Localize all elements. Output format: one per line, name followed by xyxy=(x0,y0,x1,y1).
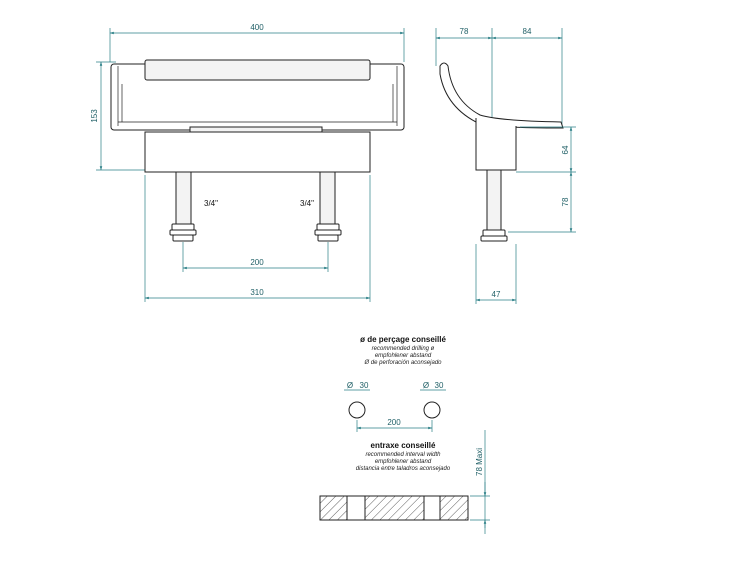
hole-right-diameter: 30 xyxy=(435,381,444,390)
spout-profile xyxy=(439,62,564,129)
side-right-lower-dimension: 78 xyxy=(561,197,570,206)
front-interval-dimension: 200 xyxy=(250,258,264,267)
inlet-pipe-right xyxy=(319,171,336,225)
drilling-line-es: Ø de perforación aconsejado xyxy=(363,360,442,366)
drilling-interval-dimension: 200 xyxy=(387,418,401,427)
drill-hole-right xyxy=(423,401,441,419)
side-pipe xyxy=(486,169,502,231)
interval-detail: entraxe conseillé recommended interval w… xyxy=(319,430,490,534)
drilling-title: ø de perçage conseillé xyxy=(360,335,446,344)
drilling-detail: ø de perçage conseillé recommended drill… xyxy=(344,335,446,432)
interval-line-es: distancia entre taladros aconsejado xyxy=(356,466,451,472)
front-height-dimension: 153 xyxy=(90,109,99,123)
thread-label-left: 3/4" xyxy=(204,199,218,208)
side-bottom-dimension: 47 xyxy=(492,290,501,299)
side-top-left-dimension: 78 xyxy=(460,27,469,36)
section-hole-right xyxy=(423,495,441,521)
side-view: 78 84 64 78 47 xyxy=(435,27,576,304)
front-width-dimension: 400 xyxy=(250,23,264,32)
hole-right-diameter-symbol: Ø xyxy=(423,381,429,390)
spout-body xyxy=(144,131,371,173)
max-thickness-dimension: 78 Maxi xyxy=(475,448,484,476)
front-body-width-dimension: 310 xyxy=(250,288,264,297)
inlet-pipe-left xyxy=(175,171,192,225)
drill-hole-left xyxy=(348,401,366,419)
hole-left-diameter: 30 xyxy=(360,381,369,390)
spout-lip xyxy=(144,59,371,81)
side-body xyxy=(475,118,517,171)
side-top-right-dimension: 84 xyxy=(523,27,532,36)
thread-label-right: 3/4" xyxy=(300,199,314,208)
drilling-line-de: empfohlener abstand xyxy=(375,353,432,359)
hole-left-diameter-symbol: Ø xyxy=(347,381,353,390)
interval-line-en: recommended interval width xyxy=(365,452,441,458)
drilling-line-en: recommended drilling ø xyxy=(372,346,435,352)
side-right-upper-dimension: 64 xyxy=(561,145,570,154)
interval-title: entraxe conseillé xyxy=(371,441,436,450)
section-hole-left xyxy=(346,495,366,521)
counter-section xyxy=(319,495,469,521)
front-view: 400 153 3/4" 3/4" 200 xyxy=(90,23,405,302)
interval-line-de: empfohlener abstand xyxy=(375,459,432,465)
